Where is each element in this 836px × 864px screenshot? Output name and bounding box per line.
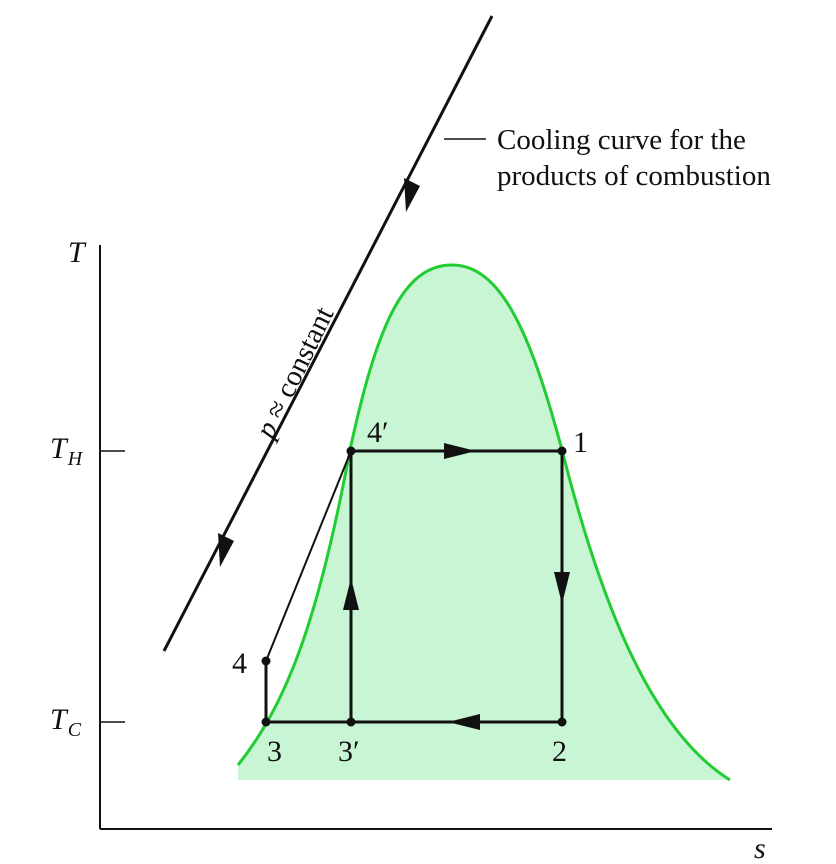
arrow-2-to-3 xyxy=(448,714,480,730)
cooling-curve-label-line1: Cooling curve for the xyxy=(497,124,746,156)
cooling-curve-arrow-lower xyxy=(218,533,234,567)
state-label-2: 2 xyxy=(552,735,567,768)
state-point-1 xyxy=(557,446,567,456)
process-4-4prime xyxy=(265,450,352,662)
state-label-1: 1 xyxy=(573,426,588,459)
saturation-dome-fill xyxy=(238,265,730,780)
state-point-4 xyxy=(261,656,271,666)
cooling-curve-arrow-upper xyxy=(404,178,420,212)
state-point-2 xyxy=(557,717,567,727)
state-point-4prime xyxy=(346,446,356,456)
tc-label: TC xyxy=(50,703,82,741)
saturation-dome-curve xyxy=(236,263,731,782)
state-label-4prime: 4′ xyxy=(367,416,389,449)
th-label: TH xyxy=(50,432,84,470)
x-axis-label: s xyxy=(754,832,766,864)
cooling-curve-label-line2: products of combustion xyxy=(497,160,771,192)
arrow-3prime-to-4prime xyxy=(343,578,359,610)
state-label-4: 4 xyxy=(232,647,247,680)
cooling-curve xyxy=(162,15,494,652)
constant-pressure-label: p ≈ constant xyxy=(249,302,341,445)
state-point-3 xyxy=(261,717,271,727)
state-point-3prime xyxy=(346,717,356,727)
arrow-1-to-2 xyxy=(554,572,570,604)
arrow-4prime-to-1 xyxy=(444,443,476,459)
state-label-3prime: 3′ xyxy=(338,735,360,768)
state-label-3: 3 xyxy=(267,735,282,768)
y-axis-label: T xyxy=(68,236,87,269)
